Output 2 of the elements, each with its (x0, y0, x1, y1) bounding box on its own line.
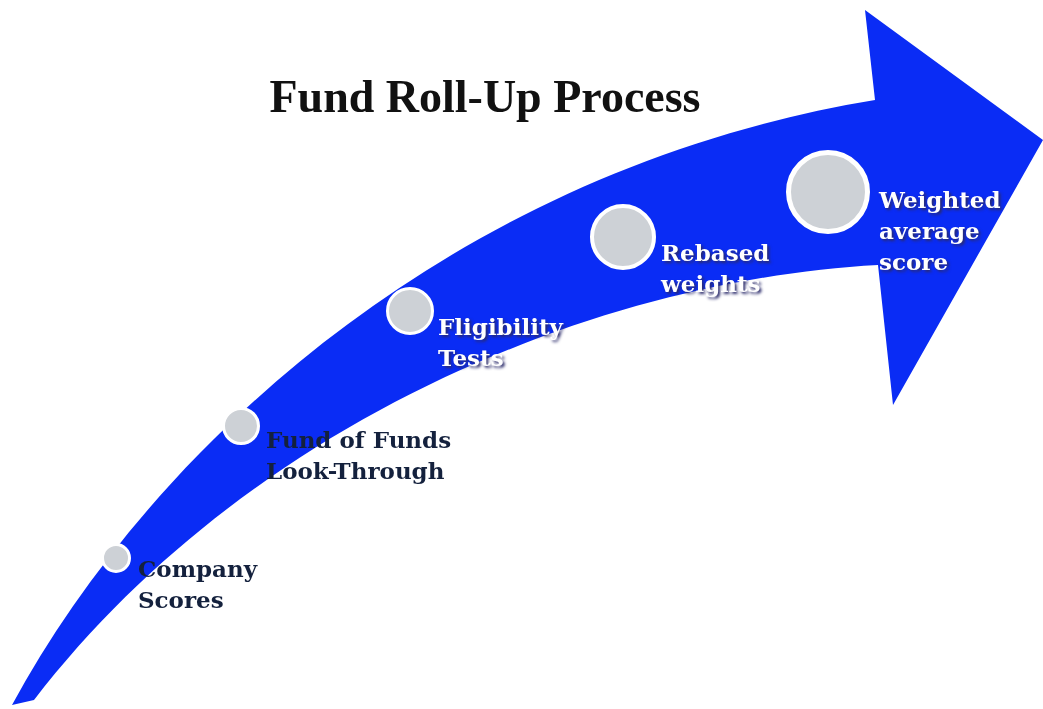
step-label: Weighted average score (879, 185, 1002, 277)
diagram-title: Fund Roll-Up Process (268, 70, 702, 123)
